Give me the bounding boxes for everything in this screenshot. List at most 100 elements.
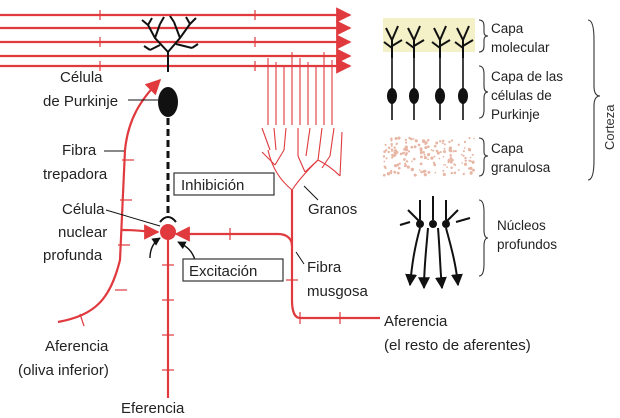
granular-dot — [419, 148, 423, 152]
granular-dot — [424, 170, 427, 172]
granular-dot — [383, 160, 386, 163]
granular-dot — [450, 139, 454, 142]
granular-dot — [464, 156, 467, 160]
granular-dot — [473, 137, 475, 140]
legend-purkinje-layer — [387, 58, 468, 120]
mossy-fiber-label-1: Fibra — [307, 259, 342, 276]
granules-label: Granos — [308, 201, 357, 218]
inhibition-box — [173, 172, 275, 196]
granular-dot — [453, 171, 457, 175]
granular-dot — [406, 165, 410, 169]
granular-dot — [423, 153, 426, 156]
granular-dot — [391, 153, 394, 157]
granular-dot — [443, 150, 446, 154]
granular-dot — [419, 155, 423, 159]
granular-layer-label-1: Capa — [491, 141, 524, 156]
afference-rest-label-1: Aferencia — [384, 313, 448, 330]
granular-dot — [408, 136, 411, 140]
granular-dot — [443, 163, 445, 166]
granular-dot — [397, 136, 401, 140]
granular-dot — [462, 150, 465, 153]
granular-dot — [453, 163, 456, 166]
granular-dot — [441, 142, 444, 145]
granular-dot — [403, 158, 406, 161]
granular-dot — [384, 143, 387, 146]
deep-nuclei-label-2: profundos — [497, 237, 557, 252]
granular-dot — [393, 164, 398, 168]
granular-dot — [396, 171, 400, 175]
granular-dot — [442, 155, 445, 158]
granular-dot — [470, 170, 473, 174]
granular-dot — [424, 146, 428, 150]
labels: Célula de Purkinje Fibra trepadora Célul… — [18, 21, 617, 417]
parallel-fibers — [0, 7, 352, 74]
legend-deep-nuclei — [399, 196, 471, 290]
granular-dot — [414, 139, 418, 143]
granular-dot — [404, 138, 408, 142]
granular-dot — [463, 162, 468, 166]
granular-dot — [390, 148, 394, 151]
granular-dot — [462, 172, 465, 176]
granular-dot — [405, 152, 408, 155]
granular-dot — [404, 145, 408, 149]
granular-dot — [433, 163, 437, 167]
climbing-fiber-label-1: Fibra — [62, 142, 97, 159]
granular-dot — [463, 147, 466, 149]
granular-dot — [443, 143, 446, 146]
granular-dot — [404, 148, 409, 152]
granular-dot — [457, 169, 460, 171]
deep-cell-label-3: profunda — [43, 247, 103, 264]
granular-dot — [410, 167, 414, 172]
granular-dot — [407, 150, 410, 153]
granular-dot — [386, 172, 391, 176]
granular-dot — [382, 173, 386, 177]
granular-dot — [426, 145, 430, 149]
granular-dot — [454, 149, 457, 153]
granular-dot — [389, 170, 393, 173]
granular-dot — [435, 141, 439, 145]
granular-dot — [447, 158, 451, 163]
granular-dot — [449, 154, 453, 157]
granular-dot — [390, 142, 393, 146]
granular-dot — [397, 166, 401, 170]
granular-dot — [432, 161, 436, 164]
granular-layer-label-2: granulosa — [491, 160, 551, 175]
granular-dot — [438, 151, 440, 154]
granular-dot — [448, 140, 451, 144]
granular-dot — [449, 156, 453, 160]
purkinje-cell-label-1: Célula — [60, 69, 103, 86]
legend-molecular-layer — [383, 18, 475, 58]
granular-dot — [394, 137, 398, 140]
granular-dot — [426, 139, 430, 142]
granular-dot — [417, 143, 421, 147]
granular-dot — [461, 162, 464, 164]
granular-dot — [418, 169, 421, 171]
granular-dot — [385, 157, 388, 160]
granular-dot — [423, 156, 427, 160]
molecular-layer-label-1: Capa — [491, 21, 524, 36]
granular-dot — [398, 162, 401, 165]
granular-dot — [438, 157, 441, 160]
granular-dot — [412, 138, 415, 140]
granular-dot — [420, 170, 423, 174]
granular-dot — [395, 142, 398, 145]
afference-olive-label-1: Aferencia — [45, 338, 109, 355]
granular-dot — [442, 172, 446, 177]
granular-dot — [410, 145, 414, 149]
deep-nuclei-label-1: Núcleos — [497, 218, 546, 233]
inhibition-label: Inhibición — [181, 177, 244, 194]
granular-dot — [404, 164, 407, 167]
granular-dot — [469, 156, 472, 159]
granular-dot — [452, 150, 455, 153]
purkinje-layer-label-3: Purkinje — [491, 107, 540, 122]
granular-dot — [404, 162, 407, 165]
excitation-label: Excitación — [189, 263, 257, 280]
granular-dot — [469, 166, 473, 171]
granular-dot — [413, 173, 417, 177]
granular-dot — [387, 150, 390, 154]
granular-dot — [432, 149, 435, 152]
granular-dot — [390, 172, 393, 175]
granular-dot — [450, 171, 453, 175]
granular-dot — [457, 143, 460, 146]
mossy-fiber — [174, 190, 380, 324]
